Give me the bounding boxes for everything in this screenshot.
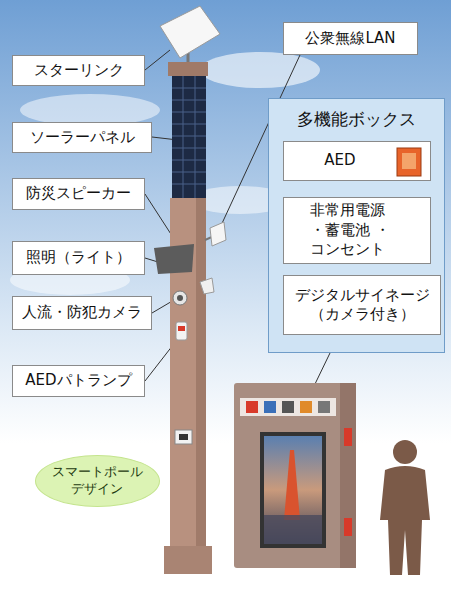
box-label: ソーラーパネル xyxy=(30,128,135,148)
box-label: 非常用電源 ・蓄電池 ・コンセント xyxy=(310,201,405,260)
pole-shade xyxy=(196,198,206,546)
box-label: スマートポール デザイン xyxy=(48,464,147,498)
label-box: AEDパトランプ xyxy=(12,365,145,397)
camera xyxy=(173,291,187,305)
pole-cap xyxy=(168,62,208,76)
group-panel: 多機能ボックス AED 非常用電源 ・蓄電池 ・コンセントデジタルサイネージ （カメ… xyxy=(268,98,445,353)
kiosk-icon xyxy=(264,401,276,413)
kiosk-body xyxy=(234,383,356,568)
kiosk-icon xyxy=(318,401,330,413)
kiosk-side xyxy=(340,383,356,568)
starlink-dish xyxy=(160,6,220,58)
label-box: デジタルサイネージ （カメラ付き） xyxy=(283,275,441,335)
label-box: 防災スピーカー xyxy=(12,178,145,210)
kiosk-button xyxy=(344,428,352,446)
wifi-antenna xyxy=(210,222,226,246)
label-box: スターリンク xyxy=(12,55,145,86)
aed-window xyxy=(402,153,416,169)
kiosk-icon xyxy=(282,401,294,413)
signage-frame xyxy=(260,432,326,548)
kiosk-icon-band xyxy=(240,398,336,416)
person-body xyxy=(380,466,430,575)
camera-lens xyxy=(177,295,183,301)
label-box: ソーラーパネル xyxy=(12,122,152,153)
label-box: 人流・防犯カメラ xyxy=(12,296,152,330)
label-box: 公衆無線LAN xyxy=(283,22,418,55)
aed-lamp-light xyxy=(178,326,185,331)
kiosk-icon xyxy=(246,401,258,413)
camera-sign-icon xyxy=(179,434,188,440)
kiosk-icon xyxy=(300,401,312,413)
label-box: 非常用電源 ・蓄電池 ・コンセント xyxy=(283,197,431,264)
solar-grid xyxy=(172,76,206,198)
person-head xyxy=(393,440,417,464)
pole-base xyxy=(164,546,212,574)
leader-line xyxy=(315,353,330,384)
panel-heading: 多機能ボックス xyxy=(269,99,444,130)
box-label: 防災スピーカー xyxy=(26,184,131,204)
solar-panel xyxy=(172,76,206,198)
box-label: スターリンク xyxy=(34,61,124,81)
box-label: 公衆無線LAN xyxy=(305,29,395,49)
box-label: デジタルサイネージ （カメラ付き） xyxy=(290,286,434,325)
aed-case xyxy=(397,148,421,176)
box-label: AED xyxy=(324,151,355,171)
speaker-light xyxy=(154,244,194,274)
label-box: 照明（ライト） xyxy=(12,241,145,275)
kiosk-button xyxy=(344,518,352,536)
cloud xyxy=(200,52,320,88)
design-ellipse: スマートポール デザイン xyxy=(35,455,160,507)
tower xyxy=(284,450,300,520)
aed-lamp xyxy=(176,322,187,340)
box-label: AEDパトランプ xyxy=(25,371,131,391)
aed-image xyxy=(396,147,422,177)
camera-sign xyxy=(175,430,192,444)
label-box: AED xyxy=(283,141,431,181)
signage-screen xyxy=(264,436,322,544)
light xyxy=(200,278,214,294)
leader-line xyxy=(145,50,170,70)
box-label: 人流・防犯カメラ xyxy=(22,303,142,323)
city xyxy=(264,515,322,544)
box-label: 照明（ライト） xyxy=(26,248,131,268)
